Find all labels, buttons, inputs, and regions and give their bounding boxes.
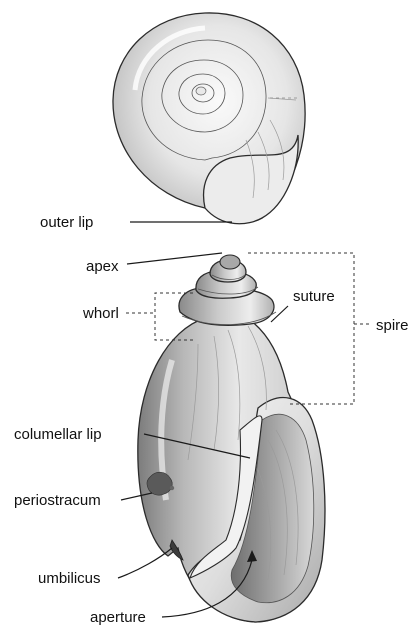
- top-shell-apex-core: [196, 87, 206, 95]
- label-periostracum: periostracum: [14, 492, 101, 509]
- top-view-shell: [113, 13, 305, 224]
- label-whorl: whorl: [82, 305, 119, 322]
- periostracum-fleck: [170, 486, 174, 490]
- label-spire: spire: [376, 317, 409, 334]
- apex-leader: [127, 253, 222, 264]
- label-aperture: aperture: [90, 609, 146, 626]
- label-outer-lip: outer lip: [40, 214, 93, 231]
- label-apex: apex: [86, 258, 119, 275]
- side-shell-apex-tip: [220, 255, 240, 269]
- label-suture: suture: [293, 288, 335, 305]
- label-columellar-lip: columellar lip: [14, 426, 102, 443]
- label-umbilicus: umbilicus: [38, 570, 101, 587]
